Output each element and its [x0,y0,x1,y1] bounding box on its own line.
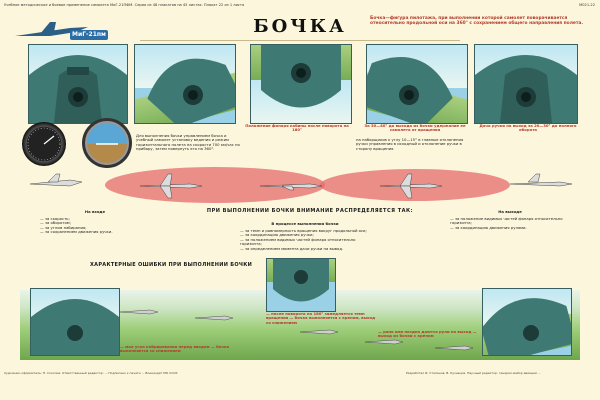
title-underline [140,40,460,41]
list-item: — за определением момента дачи ручки на … [240,245,344,251]
attention-middle-header: В процессе выполнения бочки [271,221,339,226]
airspeed-gauge-icon [22,122,66,166]
maneuver-sequence [20,160,580,210]
jet-icon [364,339,404,345]
poster-title: БОЧКА [253,16,347,37]
poster-code: M021-22 [579,3,595,7]
list-item: — за координацию движения рулями. [450,224,527,230]
jet-icon [139,173,203,199]
cockpit-canopy-icon [273,259,329,302]
caption-entry-procedure: Для выполнения бочки управлением бочка и… [136,133,240,152]
list-item: — за положение видимых частей фонаря отн… [450,215,563,226]
attitude-indicator-icon [82,118,132,168]
caption-mid-procedure: на наборщиков к углу 10—15° в главные от… [356,137,464,151]
jet-icon [299,329,339,335]
logo-badge: МиГ-21пм [70,30,108,40]
caption-exit: Дача ручки на выход за 20—30° до полного… [479,123,577,133]
attention-entry: На входе — за скорость; — за оборотом; —… [40,209,150,235]
list-item: — за координацию движения ручки; [240,232,314,238]
smoke-trail-1 [105,167,325,203]
error-view-2 [266,258,336,312]
attention-heading: ПРИ ВЫПОЛНЕНИИ БОЧКИ ВНИМАНИЕ РАСПРЕДЕЛЯ… [206,208,414,214]
caption-stop-rotation: За 30—40° до выхода из бочки удержание е… [364,123,466,133]
list-item: — за скорость; [40,215,70,221]
top-note: Учебное методическое и боевое применение… [4,3,245,7]
caption-inverted: Положение фонаря кабины после поворота н… [245,123,349,133]
jet-icon [29,173,83,187]
cockpit-canopy-icon [31,299,119,355]
cockpit-view-2 [134,44,236,124]
list-item: — за темп и равномерность вращения вокру… [240,227,367,233]
footer-credits-right: Разработал И. Степанов, В. Кузнецов. Нау… [406,371,541,375]
list-item: — за положением видимых частей фонаря от… [240,236,356,247]
cockpit-view-1 [28,44,128,124]
jet-icon [119,309,159,315]
jet-icon [509,173,573,187]
error-caption-2: — после поворота на 180° замедляется тем… [266,311,376,325]
list-item: — за углом набирания; [40,224,87,230]
list-item: — за сохранением движения ручки. [40,229,113,235]
errors-heading: ХАРАКТЕРНЫЕ ОШИБКИ ПРИ ВЫПОЛНЕНИИ БОЧКИ [90,262,253,268]
jet-icon [259,183,323,191]
error-view-3 [482,288,572,356]
jet-icon [434,345,474,351]
cockpit-view-4 [366,44,468,124]
footer-credits-left: Художник-оформитель: Н. Соколов. Ответст… [4,371,179,375]
error-caption-3: — рано или поздно даются рули на выход —… [378,329,477,339]
cockpit-canopy-icon [147,58,235,123]
error-caption-1: — мал угол кабрирования перед вводом — б… [120,344,230,354]
logo-jet-icon [15,22,88,36]
attention-exit-header: На выходе [498,209,522,214]
aircraft-logo: МиГ-21пм [10,14,130,44]
error-view-1 [30,288,120,356]
definition-text: Бочка—фигура пилотажа, при выполнении ко… [370,16,584,27]
cockpit-view-3-inverted [250,44,352,124]
cockpit-canopy-icon [261,45,341,108]
cockpit-canopy-icon [475,55,577,123]
cockpit-canopy-icon [483,298,571,355]
attention-middle: В процессе выполнения бочки — за темп и … [240,221,370,252]
cockpit-view-5 [474,44,578,124]
attention-entry-header: На входе [84,209,106,214]
cockpit-canopy-icon [367,56,453,123]
jet-icon [194,315,234,321]
cockpit-canopy-icon [29,55,127,123]
jet-icon [379,173,443,199]
list-item: — за оборотом; [40,220,71,226]
attention-exit: На выходе — за положение видимых частей … [450,209,570,230]
